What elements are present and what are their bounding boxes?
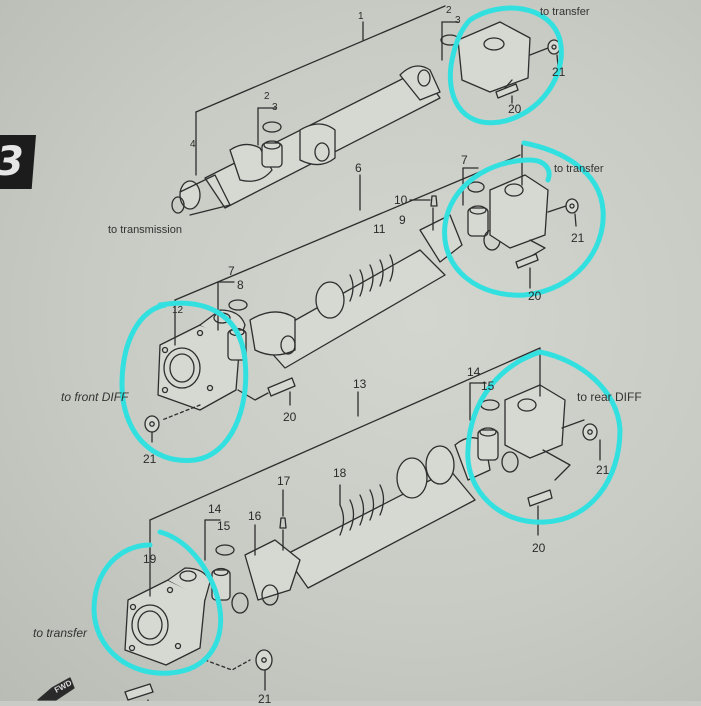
part-number-15: 15 (481, 379, 495, 393)
part-number-1: 1 (358, 11, 364, 22)
section-number: 3 (0, 139, 24, 185)
highlight-circle-front-shaft-transfer (442, 140, 606, 298)
front-propeller-shaft (144, 144, 579, 443)
note-to-front-diff: to front DIFF (61, 390, 129, 404)
part-number-21: 21 (571, 231, 585, 245)
note-to-transmission: to transmission (108, 224, 182, 236)
note-to-transfer-bottom: to transfer (33, 626, 88, 640)
part-number-11: 11 (373, 222, 386, 236)
highlight-circle-rear-diff (465, 349, 623, 525)
part-number-7: 7 (461, 153, 468, 167)
rear-propeller-shaft-top (171, 5, 561, 216)
part-number-20: 20 (528, 289, 542, 303)
part-number-14: 14 (208, 502, 222, 516)
part-number-18: 18 (333, 466, 347, 480)
part-number-14: 14 (467, 365, 481, 379)
note-to-transfer-top: to transfer (540, 6, 590, 18)
part-number-3: 3 (272, 102, 278, 113)
fwd-arrow-icon (37, 677, 75, 701)
note-to-rear-diff: to rear DIFF (577, 390, 642, 404)
part-number-2: 2 (264, 91, 270, 102)
highlight-circle-rear-transfer (91, 529, 224, 676)
part-number-7: 7 (228, 264, 235, 278)
part-number-8: 8 (237, 278, 244, 292)
part-number-20: 20 (532, 541, 546, 555)
part-number-12: 12 (172, 305, 184, 316)
part-number-6: 6 (355, 161, 362, 175)
part-number-16: 16 (248, 509, 262, 523)
part-number-2: 2 (446, 5, 452, 16)
part-number-20: 20 (283, 410, 297, 424)
section-tab: 3 (0, 135, 36, 189)
highlight-circle-top-flange (447, 5, 564, 126)
part-number-21: 21 (596, 463, 610, 477)
part-number-9: 9 (399, 213, 406, 227)
part-number-21: 21 (143, 452, 157, 466)
part-number-20: 20 (508, 102, 522, 116)
part-number-10: 10 (394, 193, 408, 207)
part-number-21: 21 (552, 65, 566, 79)
highlight-circle-front-diff (119, 300, 249, 463)
part-number-4: 4 (190, 139, 196, 150)
part-number-3: 3 (455, 15, 461, 26)
part-number-21: 21 (258, 692, 272, 706)
part-number-13: 13 (353, 377, 367, 391)
rear-propeller-shaft-bottom (124, 347, 601, 701)
part-number-15: 15 (217, 519, 231, 533)
highlight-annotations (91, 5, 623, 676)
part-number-19: 19 (143, 552, 157, 566)
part-number-17: 17 (277, 474, 291, 488)
note-to-transfer-mid: to transfer (554, 163, 604, 175)
